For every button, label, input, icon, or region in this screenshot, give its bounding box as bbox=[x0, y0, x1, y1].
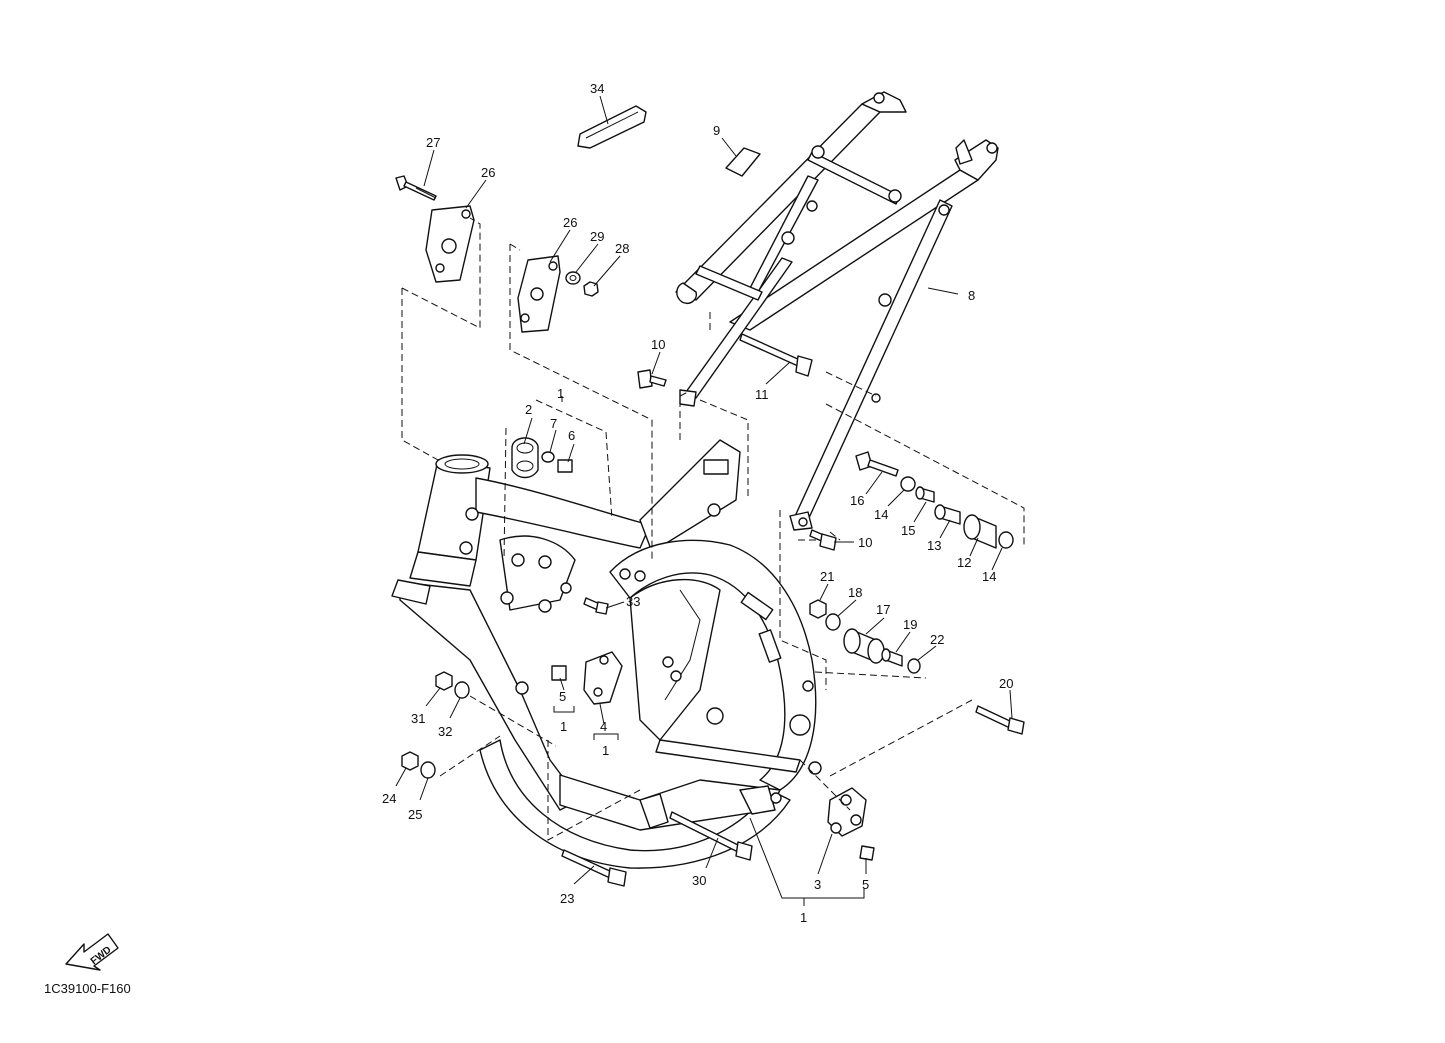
callout-24: 24 bbox=[382, 791, 396, 806]
callout-5b: 5 bbox=[862, 877, 869, 892]
part-5-bolt-b bbox=[859, 845, 875, 861]
part-10-bolt-lower bbox=[809, 529, 837, 551]
callout-14b: 14 bbox=[982, 569, 996, 584]
callout-1c: 1 bbox=[602, 743, 609, 758]
callout-26b: 26 bbox=[563, 215, 577, 230]
part-26-bracket-mid bbox=[517, 255, 561, 333]
part-23-bolt bbox=[561, 849, 627, 887]
part-4-bracket bbox=[583, 651, 623, 705]
callout-14a: 14 bbox=[874, 507, 888, 522]
callout-16: 16 bbox=[850, 493, 864, 508]
callout-12: 12 bbox=[957, 555, 971, 570]
part-14-washer-a bbox=[900, 476, 916, 492]
callout-18: 18 bbox=[848, 585, 862, 600]
callout-21: 21 bbox=[820, 569, 834, 584]
callout-32: 32 bbox=[438, 724, 452, 739]
part-6-bolt bbox=[557, 459, 573, 473]
callout-6: 6 bbox=[568, 428, 575, 443]
part-22-washer bbox=[907, 658, 921, 674]
catalog-code: 1C39100-F160 bbox=[44, 981, 131, 996]
rear-subframe bbox=[675, 91, 999, 531]
part-7-washer bbox=[541, 451, 555, 463]
callout-8: 8 bbox=[968, 288, 975, 303]
callout-11: 11 bbox=[755, 387, 769, 402]
part-29-washer bbox=[565, 271, 581, 285]
part-34-strap bbox=[577, 105, 647, 149]
part-9-pad bbox=[725, 147, 761, 177]
callout-5a: 5 bbox=[559, 689, 566, 704]
callout-22: 22 bbox=[930, 632, 944, 647]
part-21-nut bbox=[809, 599, 827, 619]
callout-17: 17 bbox=[876, 602, 890, 617]
callout-10b: 10 bbox=[858, 535, 872, 550]
callout-1a: 1 bbox=[557, 386, 564, 401]
callout-28: 28 bbox=[615, 241, 629, 256]
part-18-washer bbox=[825, 613, 841, 631]
callout-20: 20 bbox=[999, 676, 1013, 691]
part-25-washer bbox=[420, 761, 436, 779]
callout-26a: 26 bbox=[481, 165, 495, 180]
part-26-bracket-left bbox=[425, 205, 475, 283]
main-frame bbox=[391, 439, 822, 869]
callout-7: 7 bbox=[550, 416, 557, 431]
callout-19: 19 bbox=[903, 617, 917, 632]
callout-34: 34 bbox=[590, 81, 604, 96]
part-5-bolt-a bbox=[551, 665, 567, 681]
callout-33: 33 bbox=[626, 594, 640, 609]
callout-30: 30 bbox=[692, 873, 706, 888]
callout-25: 25 bbox=[408, 807, 422, 822]
callout-labels: 34 9 27 26 26 29 28 8 10 11 1 2 7 6 16 1… bbox=[382, 81, 1013, 925]
part-13-collar bbox=[934, 504, 961, 525]
callout-1d: 1 bbox=[800, 910, 807, 925]
callout-3: 3 bbox=[814, 877, 821, 892]
part-24-nut bbox=[401, 751, 419, 771]
part-27-bolt bbox=[395, 175, 437, 201]
callout-9: 9 bbox=[713, 123, 720, 138]
part-20-bolt bbox=[975, 705, 1025, 735]
callout-2: 2 bbox=[525, 402, 532, 417]
part-31-nut bbox=[435, 671, 453, 691]
part-19-collar bbox=[881, 648, 903, 667]
part-15-collar bbox=[915, 486, 935, 503]
part-33-bolt bbox=[583, 597, 609, 615]
part-16-bolt bbox=[855, 451, 899, 477]
part-17-bushing bbox=[843, 628, 885, 664]
leader-lines bbox=[395, 95, 1013, 906]
part-3-bracket bbox=[827, 787, 867, 837]
callout-10a: 10 bbox=[651, 337, 665, 352]
callout-13: 13 bbox=[927, 538, 941, 553]
callout-15: 15 bbox=[901, 523, 915, 538]
part-2-bracket bbox=[511, 437, 539, 479]
part-32-washer bbox=[454, 681, 470, 699]
part-30-bolt bbox=[669, 811, 753, 861]
fwd-arrow-icon: FWD bbox=[65, 933, 119, 971]
callout-27: 27 bbox=[426, 135, 440, 150]
callout-1b: 1 bbox=[560, 719, 567, 734]
part-10-bolt-upper bbox=[637, 369, 667, 389]
callout-31: 31 bbox=[411, 711, 425, 726]
part-11-bolt bbox=[739, 333, 813, 377]
callout-4: 4 bbox=[600, 719, 607, 734]
alignment-lines bbox=[401, 217, 1025, 841]
callout-29: 29 bbox=[590, 229, 604, 244]
part-14-washer-b bbox=[998, 531, 1014, 549]
part-12-bushing bbox=[963, 514, 997, 549]
callout-23: 23 bbox=[560, 891, 574, 906]
